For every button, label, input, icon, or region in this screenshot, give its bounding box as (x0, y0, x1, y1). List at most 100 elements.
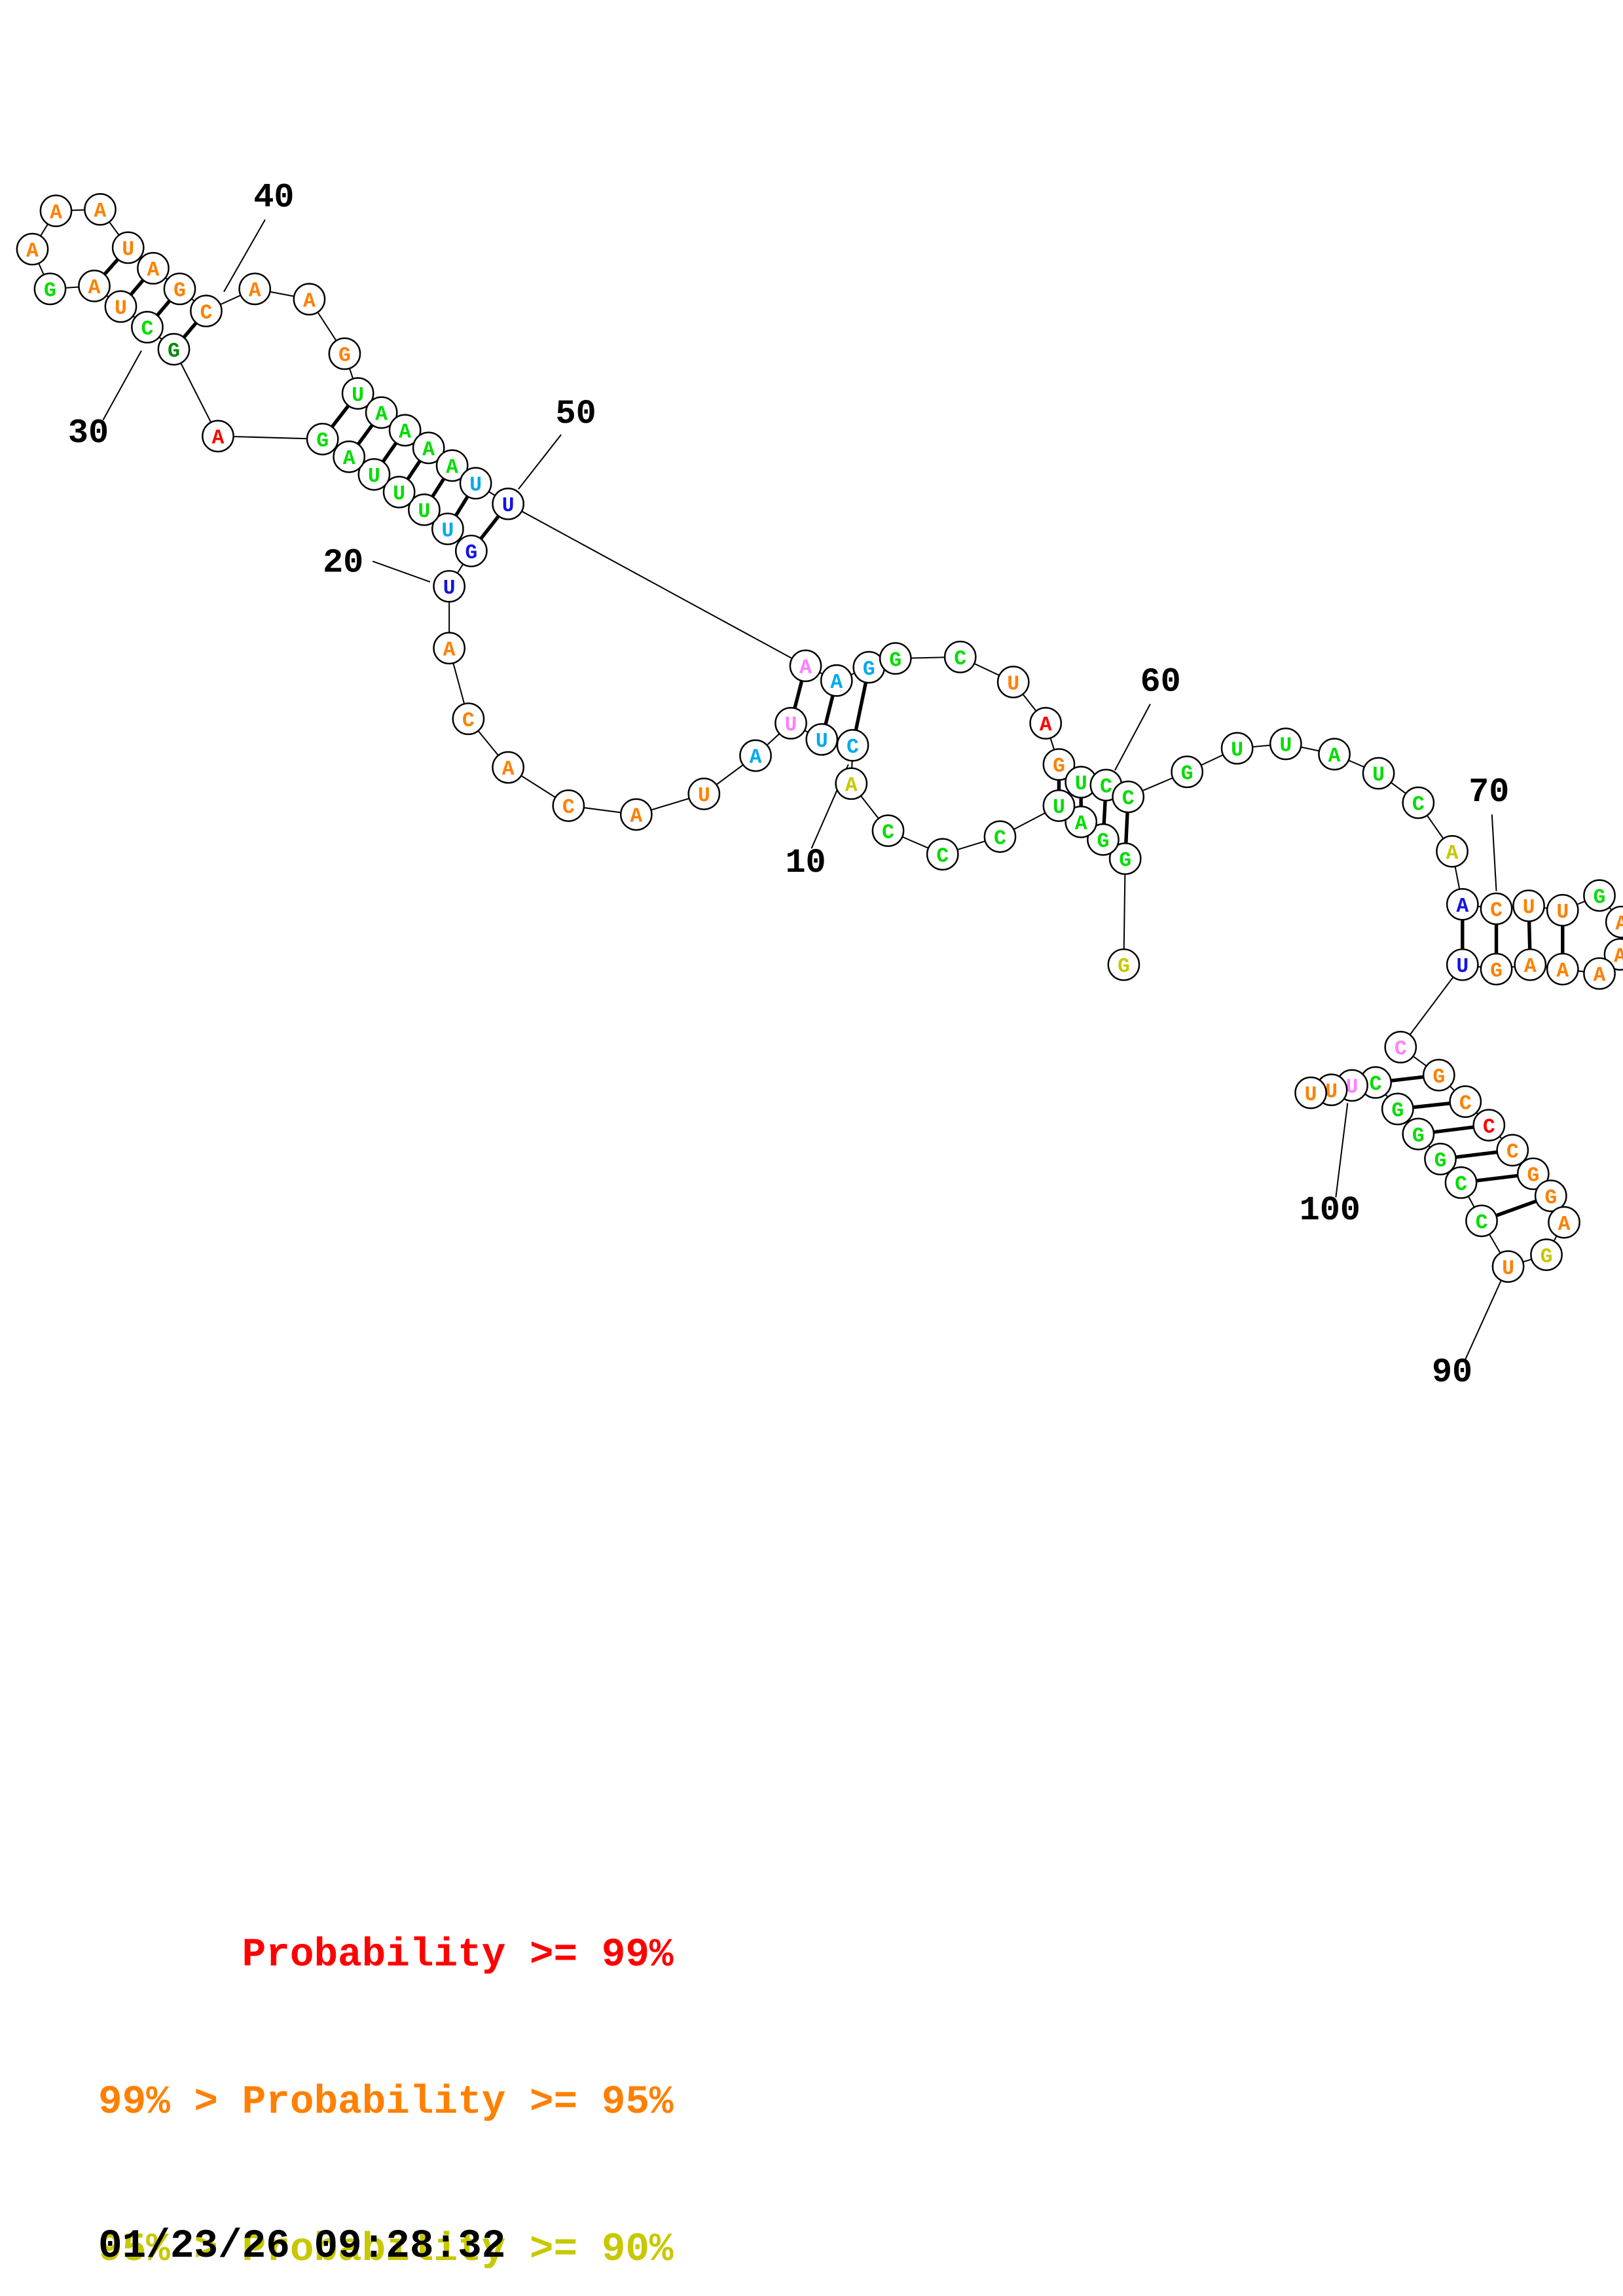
nucleotide: U (357, 457, 391, 491)
nucleotide-letter: G (1432, 1066, 1445, 1089)
position-label: 100 (1300, 1191, 1360, 1230)
nucleotide-letter: G (1119, 850, 1131, 872)
nucleotide: A (39, 194, 73, 228)
nucleotide-letter: A (446, 457, 458, 480)
nucleotide: G (1087, 823, 1120, 856)
nucleotide-letter: G (168, 340, 180, 363)
nucleotide: U (433, 569, 465, 603)
nucleotide: U (431, 512, 464, 545)
nucleotide: G (328, 337, 361, 370)
nucleotide-letter: A (1614, 945, 1623, 968)
nucleotide: U (1294, 1076, 1327, 1109)
nucleotide-letter: G (1412, 1125, 1425, 1148)
nucleotide-letter: A (50, 202, 62, 224)
nucleotide: A (365, 396, 398, 429)
nucleotide-letter: U (418, 501, 430, 524)
nucleotide-letter: G (173, 280, 186, 303)
nucleotide: U (1362, 757, 1395, 790)
nucleotide: C (1402, 786, 1435, 819)
nucleotide-letter: C (936, 845, 949, 868)
nucleotide: U (1042, 789, 1076, 822)
nucleotide: A (16, 232, 49, 266)
nucleotide-letter: G (1544, 1187, 1557, 1210)
nucleotide-letter: C (1490, 900, 1503, 923)
nucleotide: U (996, 666, 1030, 698)
nucleotide-letter: C (1395, 1038, 1407, 1061)
position-label: 30 (68, 414, 109, 452)
nucleotide-letter: U (1231, 739, 1243, 762)
nucleotide-letter: A (343, 448, 356, 471)
nucleotide-letter: U (352, 384, 364, 407)
nucleotide-letter: G (1391, 1100, 1404, 1123)
nucleotide-letter: A (94, 200, 107, 223)
position-label: 50 (556, 395, 596, 433)
nucleotide: G (852, 651, 886, 684)
nucleotide-letter: U (698, 785, 710, 808)
nucleotide-letter: A (830, 672, 843, 694)
nucleotide-letter: A (422, 439, 435, 462)
nucleotide: A (1436, 834, 1468, 868)
nucleotide-letter: C (1455, 1174, 1467, 1196)
nucleotide-letter: G (1118, 956, 1130, 978)
nucleotide: A (1065, 805, 1098, 838)
legend-item-p95: 99% > Probability >= 95% (98, 2080, 674, 2125)
nucleotide-letter: G (1594, 886, 1606, 909)
nucleotide-letter: C (1412, 794, 1425, 817)
nucleotide: C (1465, 1204, 1498, 1238)
nucleotide: C (1449, 1085, 1482, 1118)
nucleotide: A (202, 420, 234, 453)
nucleotide: G (879, 642, 912, 675)
nucleotide: C (452, 702, 485, 736)
nucleotide: C (190, 295, 223, 327)
nucleotide-letter: A (303, 290, 316, 313)
legend-item-p90: 95% > Probability >= 90% (98, 2227, 674, 2272)
position-label: 20 (323, 543, 363, 582)
position-label: 70 (1468, 773, 1509, 812)
nucleotide-letter: A (502, 759, 515, 781)
nucleotide-letter: A (211, 427, 224, 450)
nucleotide: U (1220, 732, 1254, 765)
nucleotide: A (412, 431, 445, 465)
nucleotide-letter: G (1541, 1246, 1553, 1268)
nucleotide: U (382, 475, 416, 509)
nucleotide-letter: C (994, 827, 1006, 850)
nucleotide: A (388, 414, 422, 447)
nucleotide: C (836, 728, 869, 762)
nucleotide: U (1446, 948, 1479, 981)
nucleotide: U (1546, 893, 1579, 927)
nucleotide: G (163, 272, 196, 306)
nucleotide: A (1446, 888, 1479, 921)
nucleotide-letter: C (1483, 1116, 1495, 1139)
nucleotide: A (1548, 1206, 1580, 1239)
nucleotide-letter: U (1372, 764, 1385, 787)
nucleotide: U (1512, 889, 1545, 922)
nucleotide-letter: G (1097, 831, 1109, 853)
nucleotide-letter: U (1346, 1077, 1359, 1100)
nucleotide-letter: A (799, 657, 812, 680)
nucleotide: U (104, 290, 137, 323)
nucleotide-letter: U (502, 495, 515, 518)
nucleotide: U (687, 778, 721, 810)
nucleotide-letter: A (26, 240, 39, 263)
nucleotide: G (1480, 952, 1513, 986)
nucleotide-letter: U (1556, 901, 1569, 924)
nucleotide-letter: C (462, 710, 475, 733)
nucleotide-letter: U (1007, 673, 1019, 696)
nucleotide-letter: C (847, 736, 859, 759)
nucleotide: A (433, 632, 465, 665)
nucleotide: U (111, 231, 145, 264)
nucleotide: A (619, 798, 653, 831)
nucleotide-letter: A (1524, 956, 1537, 978)
nucleotide: A (293, 283, 326, 315)
nucleotide-letter: U (1053, 797, 1065, 819)
nucleotide-letter: C (954, 648, 966, 671)
nucleotide-letter: A (1040, 714, 1052, 737)
nucleotide: A (137, 252, 170, 285)
nucleotide-letter: G (1490, 960, 1503, 983)
nucleotide: U (459, 467, 492, 500)
nucleotide-letter: A (88, 277, 101, 300)
nucleotide: A (238, 272, 272, 306)
nucleotide: U (1269, 727, 1302, 761)
nucleotide-letter: U (816, 730, 828, 753)
nucleotide: C (871, 814, 905, 848)
